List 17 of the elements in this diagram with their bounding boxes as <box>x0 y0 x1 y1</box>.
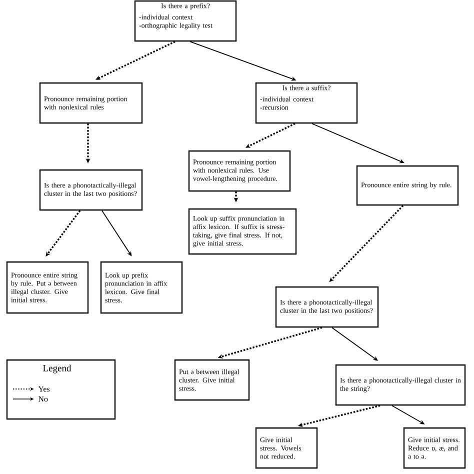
process-box <box>188 208 297 255</box>
process-box <box>174 359 250 401</box>
process-box <box>188 150 291 192</box>
legend-title: Legend <box>43 364 72 374</box>
process-box <box>100 261 183 314</box>
process-box <box>255 427 318 469</box>
process-box <box>356 165 459 206</box>
process-box <box>335 364 466 406</box>
process-box <box>275 286 379 328</box>
process-box <box>6 261 89 314</box>
process-box <box>403 427 466 469</box>
process-box <box>39 82 143 124</box>
process-box <box>39 169 143 211</box>
decision-box <box>134 0 237 42</box>
legend-item: Yes <box>13 386 50 392</box>
legend-item: No <box>12 396 48 402</box>
decision-box <box>255 82 358 124</box>
